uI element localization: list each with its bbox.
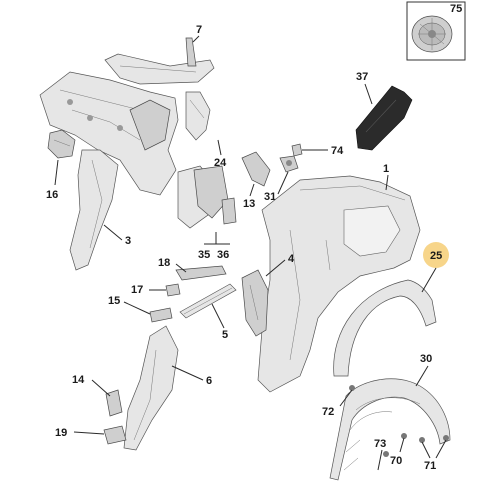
callout-3[interactable]: 3 bbox=[125, 235, 131, 247]
callout-72[interactable]: 72 bbox=[322, 406, 334, 418]
part-13[interactable] bbox=[241, 151, 271, 187]
leader-31 bbox=[277, 171, 289, 195]
leader-5 bbox=[211, 303, 225, 329]
leader-25 bbox=[421, 267, 437, 293]
callout-75[interactable]: 75 bbox=[450, 3, 462, 15]
callout-1[interactable]: 1 bbox=[383, 163, 389, 175]
callout-15[interactable]: 15 bbox=[108, 295, 120, 307]
leader-70 bbox=[399, 437, 405, 453]
leader-19 bbox=[73, 431, 105, 435]
callout-31[interactable]: 31 bbox=[264, 191, 276, 203]
part-18[interactable] bbox=[175, 265, 227, 281]
callout-74[interactable]: 74 bbox=[331, 145, 344, 157]
callout-25[interactable]: 25 bbox=[430, 250, 442, 262]
part-73[interactable] bbox=[383, 451, 389, 457]
part-6[interactable] bbox=[123, 325, 179, 451]
leader-14 bbox=[91, 379, 111, 397]
leader-72 bbox=[339, 389, 353, 407]
leader-4 bbox=[265, 259, 286, 277]
part-1[interactable] bbox=[257, 175, 421, 393]
callout-13[interactable]: 13 bbox=[243, 198, 255, 210]
part-15[interactable] bbox=[149, 307, 173, 323]
leader-16 bbox=[54, 159, 59, 186]
part-74[interactable] bbox=[291, 143, 303, 157]
callout-5[interactable]: 5 bbox=[222, 329, 228, 341]
callout-19[interactable]: 19 bbox=[55, 427, 67, 439]
leader-30 bbox=[415, 365, 429, 387]
leader-3 bbox=[103, 224, 123, 241]
callout-4[interactable]: 4 bbox=[288, 253, 295, 265]
leader-35-36 bbox=[204, 232, 230, 245]
part-70[interactable] bbox=[401, 433, 407, 439]
leader-13 bbox=[249, 183, 255, 197]
part-35-36[interactable] bbox=[177, 165, 237, 229]
callout-24[interactable]: 24 bbox=[214, 157, 227, 169]
callout-16[interactable]: 16 bbox=[46, 189, 58, 201]
part-72[interactable] bbox=[349, 385, 355, 391]
part-4[interactable] bbox=[241, 269, 269, 337]
callout-36[interactable]: 36 bbox=[217, 249, 229, 261]
part-75-inset[interactable] bbox=[406, 1, 466, 61]
callout-70[interactable]: 70 bbox=[390, 455, 402, 467]
callout-25-highlight bbox=[423, 242, 449, 268]
part-25[interactable] bbox=[333, 279, 437, 377]
callout-73[interactable]: 73 bbox=[374, 438, 386, 450]
leader-24 bbox=[217, 139, 222, 156]
part-30[interactable] bbox=[329, 378, 451, 481]
part-3[interactable] bbox=[69, 149, 119, 271]
leader-37 bbox=[364, 83, 373, 105]
part-14[interactable] bbox=[105, 389, 123, 417]
part-17[interactable] bbox=[165, 283, 181, 297]
part-37[interactable] bbox=[355, 85, 413, 151]
callout-7[interactable]: 7 bbox=[196, 24, 202, 36]
part-24[interactable] bbox=[185, 91, 211, 141]
part-31[interactable] bbox=[279, 155, 299, 173]
callout-35[interactable]: 35 bbox=[198, 249, 210, 261]
leader-15 bbox=[123, 301, 151, 315]
part-19[interactable] bbox=[103, 425, 127, 445]
part-71b[interactable] bbox=[443, 435, 449, 441]
leader-6 bbox=[171, 365, 204, 381]
leader-71 bbox=[421, 439, 447, 459]
leader-18 bbox=[175, 263, 187, 273]
callout-6[interactable]: 6 bbox=[206, 375, 212, 387]
leader-73 bbox=[377, 449, 383, 471]
leader-7 bbox=[192, 35, 200, 43]
rear-inner-structure[interactable] bbox=[39, 71, 179, 196]
callout-71[interactable]: 71 bbox=[424, 460, 436, 472]
part-16[interactable] bbox=[47, 129, 76, 159]
callout-14[interactable]: 14 bbox=[72, 374, 85, 386]
callout-30[interactable]: 30 bbox=[420, 353, 432, 365]
part-71a[interactable] bbox=[419, 437, 425, 443]
part-5[interactable] bbox=[179, 283, 237, 319]
part-7[interactable] bbox=[104, 37, 215, 85]
callout-17[interactable]: 17 bbox=[131, 284, 143, 296]
leader-1 bbox=[385, 174, 389, 191]
callout-37[interactable]: 37 bbox=[356, 71, 368, 83]
callout-18[interactable]: 18 bbox=[158, 257, 170, 269]
